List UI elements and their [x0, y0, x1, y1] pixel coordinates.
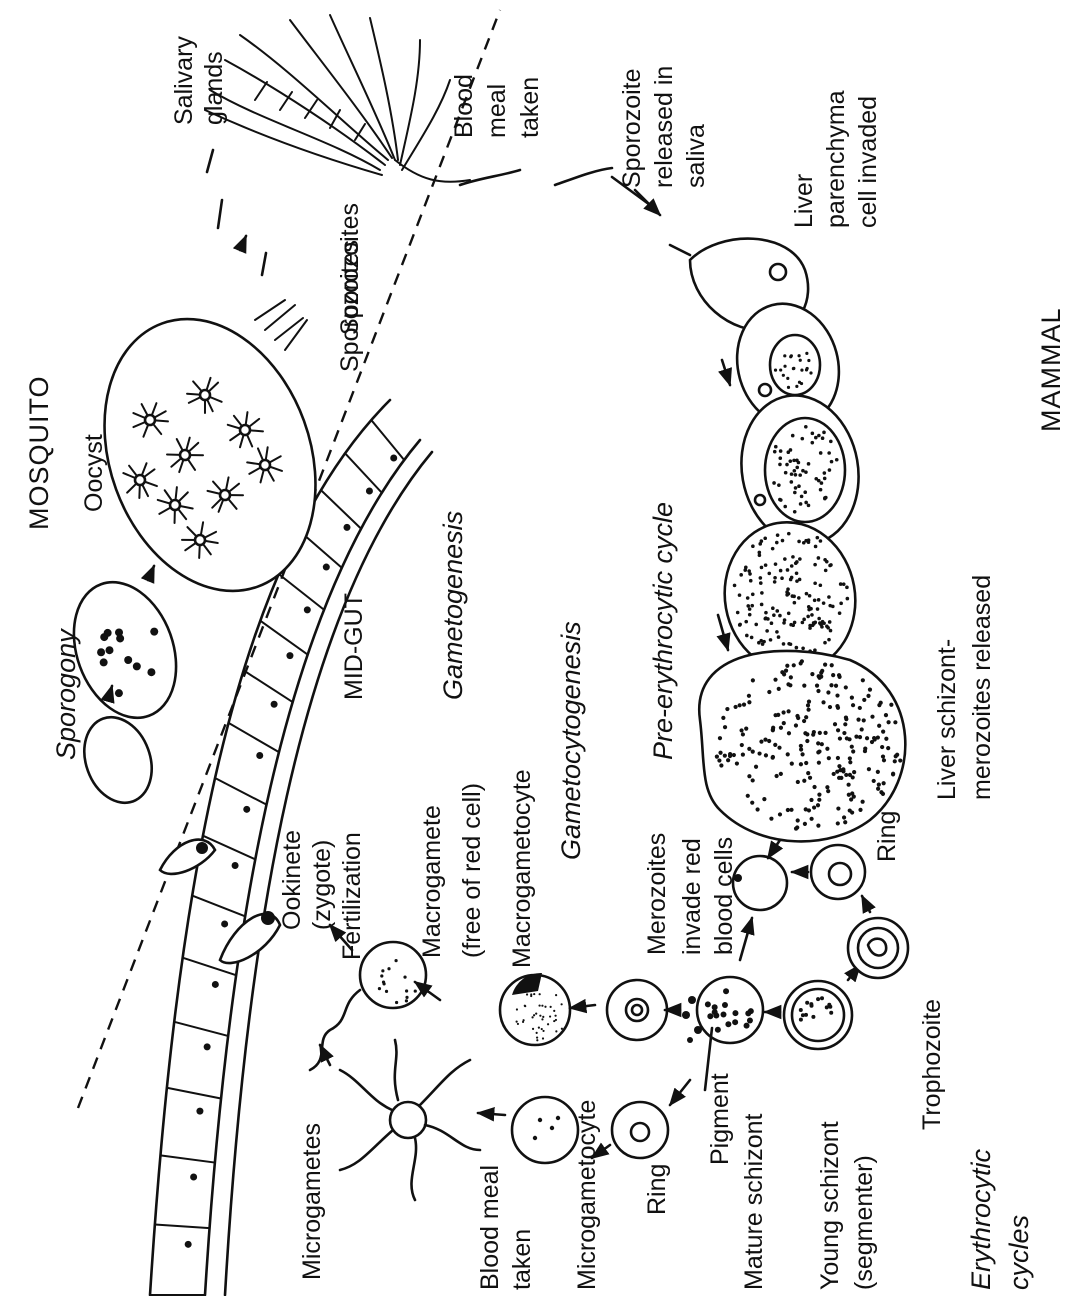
gametocytogenesis-label: Gametocytogenesis: [556, 621, 586, 860]
sporozoite-saliva-label-1: Sporozoite: [618, 68, 646, 188]
gametocyte-precursor-cell: [607, 980, 667, 1040]
macrogametocyte-cell: [500, 973, 570, 1045]
ring-left-label: Ring: [643, 1164, 671, 1215]
pigment-label: Pigment: [706, 1073, 734, 1165]
midgut-label: MID-GUT: [340, 593, 368, 700]
liver-invaded-label-1: Liver: [790, 174, 818, 228]
macrogamete-cell: [360, 942, 426, 1008]
salivary-glands: [205, 15, 470, 182]
microgametocyte-label: Microgametocyte: [573, 1100, 601, 1290]
oocyst-large: [68, 289, 352, 621]
liver-invaded-label-3: cell invaded: [854, 96, 882, 228]
macrogamete-label-2: (free of red cell): [458, 783, 486, 958]
blood-meal-bottom-label-1: Blood meal: [476, 1165, 504, 1290]
ring-stage-left: [612, 1102, 668, 1158]
merozoites-label-3: blood cells: [710, 837, 738, 955]
sporozoite-trail: [207, 150, 660, 275]
merozoites-label-1: Merozoites: [643, 833, 671, 955]
macrogamete-label-1: Macrogamete: [418, 805, 446, 958]
blood-meal-top-label-3: taken: [516, 77, 544, 138]
ookinete-label-2: (zygote): [308, 840, 336, 930]
mature-schizont-cell: [682, 977, 763, 1043]
erythrocytic-label-line2: cycles: [1004, 1215, 1034, 1290]
microgametocyte-cell: [512, 1097, 578, 1163]
young-schizont-label-1: Young schizont: [816, 1121, 844, 1290]
ring-stage-right: [811, 845, 865, 899]
exflagellating-microgametocyte: [340, 1040, 480, 1200]
blood-meal-top-label-1: Blood: [450, 74, 478, 138]
sporozoite-saliva-label-2: released in: [650, 66, 678, 188]
oocyst-label: Oocyst: [80, 434, 108, 512]
oocyst-small: [73, 708, 163, 813]
liver-schizont-label-2: merozoites released: [968, 575, 996, 800]
sporozoite-saliva-label-3: saliva: [682, 124, 710, 188]
oocyst-sporozoites: [255, 300, 307, 350]
sporozoites-mid-label: Sporozoites: [336, 240, 364, 372]
diagram-artwork: [56, 10, 908, 1296]
liver-schizont-label-1: Liver schizont-: [933, 639, 961, 800]
young-schizont-cell: [784, 981, 852, 1049]
microgametes-label: Microgametes: [298, 1123, 326, 1280]
salivary-glands-label-1: Salivary: [170, 36, 198, 125]
region-mosquito-label: MOSQUITO: [24, 375, 54, 530]
young-schizont-label-2: (segmenter): [850, 1155, 878, 1290]
blood-meal-top-label-2: meal: [483, 84, 511, 138]
blood-meal-bottom-label-2: taken: [508, 1229, 536, 1290]
salivary-glands-label-2: glands: [200, 51, 228, 125]
ookinete-label-1: Ookinete: [278, 830, 306, 930]
ring-right-label: Ring: [873, 811, 901, 862]
merozoite-invading-cell: [733, 856, 787, 910]
erythrocytic-label-line1: Erythrocytic: [966, 1148, 996, 1290]
gametogenesis-label: Gametogenesis: [438, 511, 468, 700]
trophozoite-label: Trophozoite: [918, 999, 946, 1130]
pre-erythrocytic-label: Pre-erythrocytic cycle: [648, 502, 678, 760]
merozoites-label-2: invade red: [678, 838, 706, 955]
fertilization-label: Fertilization: [338, 832, 366, 960]
region-mammal-label: MAMMAL: [1036, 307, 1066, 432]
liver-invaded-label-2: parenchyma: [822, 90, 850, 228]
macrogametocyte-label: Macrogametocyte: [508, 769, 536, 968]
trophozoite-cell: [848, 918, 908, 978]
mature-schizont-label: Mature schizont: [740, 1113, 768, 1290]
sporogony-label: Sporogony: [51, 628, 81, 760]
